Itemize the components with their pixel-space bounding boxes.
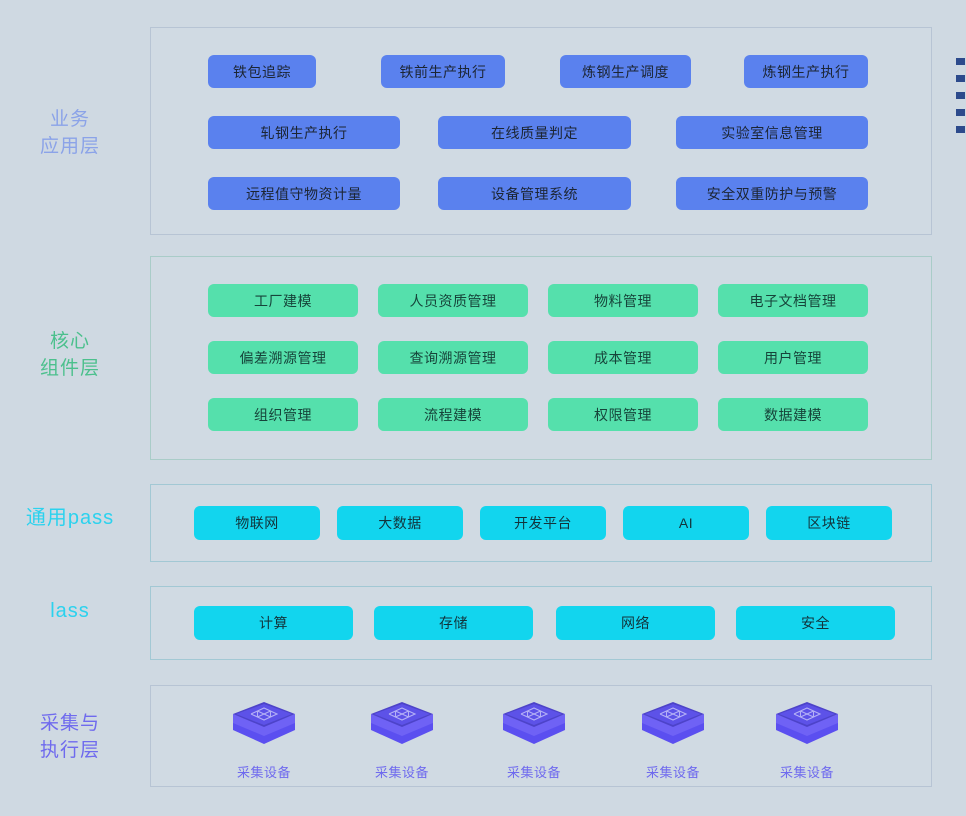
device-item[interactable]: 采集设备 [491,700,577,781]
layer-label-business: 业务 应用层 [39,109,100,157]
layer-label-iaas: lass [50,600,90,622]
cube-chip-icon [371,702,433,744]
chip-core-1-2[interactable]: 成本管理 [548,341,698,374]
layer-label-collect: 采集与 执行层 [39,713,100,761]
chip-core-1-1[interactable]: 查询溯源管理 [378,341,528,374]
chip-pass-0-0[interactable]: 物联网 [194,506,320,540]
chip-pass-0-2[interactable]: 开发平台 [480,506,606,540]
cube-chip-icon [233,702,295,744]
device-label: 采集设备 [506,765,561,780]
chip-core-2-2[interactable]: 权限管理 [548,398,698,431]
chip-core-2-1[interactable]: 流程建模 [378,398,528,431]
chip-core-0-2[interactable]: 物料管理 [548,284,698,317]
chip-pass-0-3[interactable]: AI [623,506,749,540]
device-label: 采集设备 [645,765,700,780]
chip-core-0-3[interactable]: 电子文档管理 [718,284,868,317]
chip-business-0-1[interactable]: 铁前生产执行 [381,55,505,88]
list-bullet-marker [956,126,965,133]
device-item[interactable]: 采集设备 [630,700,716,781]
chip-core-0-0[interactable]: 工厂建模 [208,284,358,317]
device-item[interactable]: 采集设备 [221,700,307,781]
cube-chip-icon [503,702,565,744]
chip-core-1-0[interactable]: 偏差溯源管理 [208,341,358,374]
chip-business-1-1[interactable]: 在线质量判定 [438,116,631,149]
layer-label-core: 核心 组件层 [39,331,100,379]
chip-business-0-2[interactable]: 炼钢生产调度 [560,55,691,88]
chip-business-2-1[interactable]: 设备管理系统 [438,177,631,210]
device-label: 采集设备 [374,765,429,780]
cube-chip-icon [642,702,704,744]
chip-business-0-0[interactable]: 铁包追踪 [208,55,316,88]
chip-core-2-3[interactable]: 数据建模 [718,398,868,431]
device-item[interactable]: 采集设备 [359,700,445,781]
chip-iaas-0-1[interactable]: 存储 [374,606,533,640]
device-label: 采集设备 [236,765,291,780]
list-bullet-marker [956,75,965,82]
chip-core-2-0[interactable]: 组织管理 [208,398,358,431]
chip-business-1-2[interactable]: 实验室信息管理 [676,116,868,149]
device-item[interactable]: 采集设备 [764,700,850,781]
chip-business-2-2[interactable]: 安全双重防护与预警 [676,177,868,210]
chip-business-2-0[interactable]: 远程值守物资计量 [208,177,400,210]
list-bullet-marker [956,109,965,116]
chip-core-1-3[interactable]: 用户管理 [718,341,868,374]
chip-iaas-0-3[interactable]: 安全 [736,606,895,640]
chip-business-1-0[interactable]: 轧钢生产执行 [208,116,400,149]
chip-iaas-0-2[interactable]: 网络 [556,606,715,640]
chip-core-0-1[interactable]: 人员资质管理 [378,284,528,317]
chip-pass-0-4[interactable]: 区块链 [766,506,892,540]
list-bullet-marker [956,92,965,99]
layer-label-pass: 通用pass [25,507,115,529]
chip-business-0-3[interactable]: 炼钢生产执行 [744,55,868,88]
edge-marker-list [952,58,966,143]
cube-chip-icon [776,702,838,744]
chip-pass-0-1[interactable]: 大数据 [337,506,463,540]
device-label: 采集设备 [779,765,834,780]
list-bullet-marker [956,58,965,65]
chip-iaas-0-0[interactable]: 计算 [194,606,353,640]
